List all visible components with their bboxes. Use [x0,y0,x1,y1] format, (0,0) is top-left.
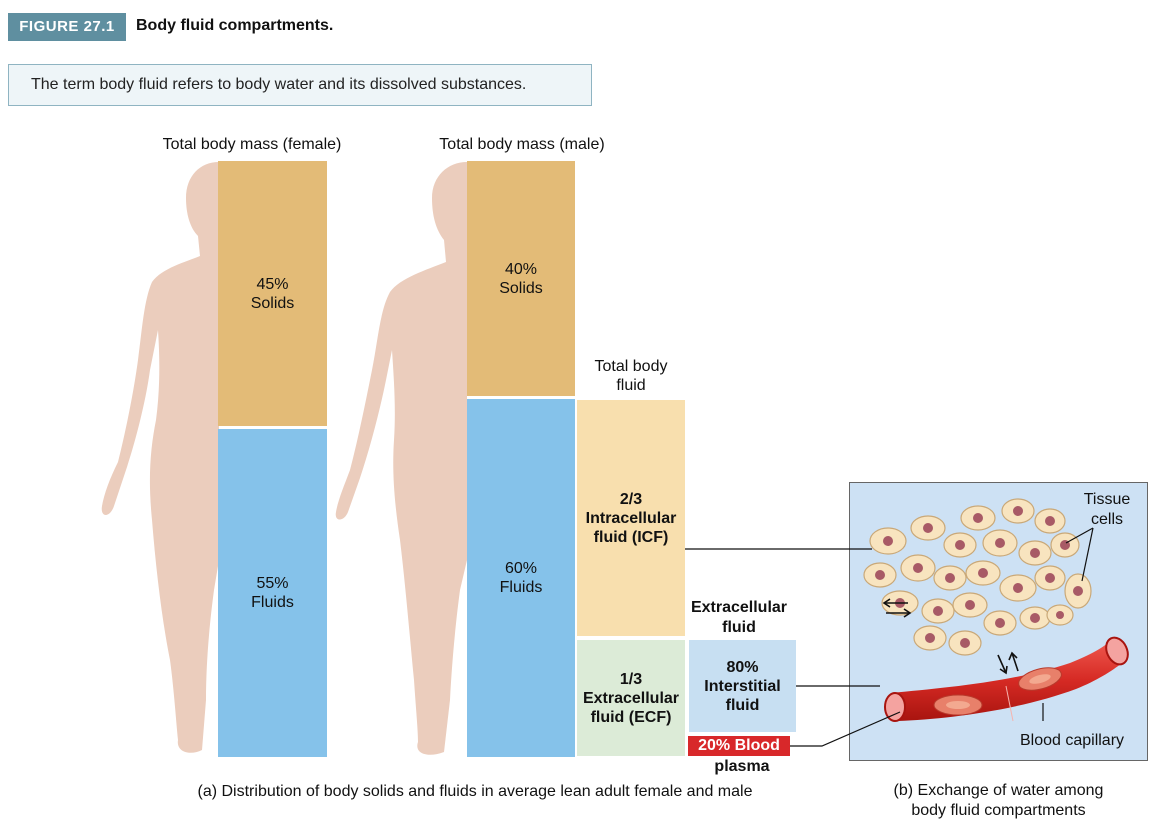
interstitial-block: 80% Interstitial fluid [689,640,796,732]
caption-a: (a) Distribution of body solids and flui… [197,783,753,800]
blood-capillary-label: Blood capillary [1019,732,1125,749]
icf-line2: fluid (ICF) [593,528,669,546]
exchange-arrows [882,598,1019,675]
female-solids-block: 45% Solids [218,161,327,426]
exchange-panel: Tissue cells Blood capillary [849,482,1148,761]
interstitial-pct: 80% [726,658,759,676]
female-heading: Total body mass (female) [162,136,342,153]
tissue-cells [863,498,1092,656]
exchange-illustration [863,498,1129,722]
female-fluids-block: 55% Fluids [218,429,327,757]
male-heading: Total body mass (male) [439,136,605,153]
ecf-block: 1/3 Extracellular fluid (ECF) [577,640,685,756]
ecf-line1: Extracellular [582,689,680,707]
label-pointers [1042,527,1094,721]
extracellular-heading: Extracellular fluid [690,599,788,636]
interstitial-line1: Interstitial [704,677,781,695]
female-silhouette [101,162,219,753]
total-body-fluid-heading: Total body fluid [594,358,668,394]
figure-title: Body fluid compartments. [136,17,334,34]
caption-b: (b) Exchange of water among body fluid c… [893,782,1104,819]
female-solids-pct: 45% [256,275,289,293]
icf-block: 2/3 Intracellular fluid (ICF) [577,400,685,636]
female-fluids-label: Fluids [251,594,294,611]
blood-plasma-box: 20% Blood [688,736,790,756]
blood-plasma-label: plasma [714,758,770,775]
icf-fraction: 2/3 [619,490,643,508]
female-fluids-pct: 55% [256,575,289,592]
tissue-cells-label: Tissue cells [1083,491,1131,528]
male-solids-pct: 40% [504,260,538,278]
male-solids-block: 40% Solids [467,161,575,396]
male-fluids-label: Fluids [499,579,543,596]
male-fluids-pct: 60% [504,560,538,577]
icf-line1: Intracellular [585,509,677,527]
blood-vessel [884,636,1129,722]
interstitial-line2: fluid [725,696,760,714]
male-solids-label: Solids [499,279,543,297]
ecf-line2: fluid (ECF) [590,708,672,726]
female-solids-label: Solids [250,294,295,312]
figure-label: FIGURE 27.1 [8,13,126,41]
ecf-fraction: 1/3 [619,670,643,688]
male-fluids-block: 60% Fluids [467,399,575,757]
male-silhouette [335,162,467,755]
definition-note: The term body fluid refers to body water… [8,64,592,106]
